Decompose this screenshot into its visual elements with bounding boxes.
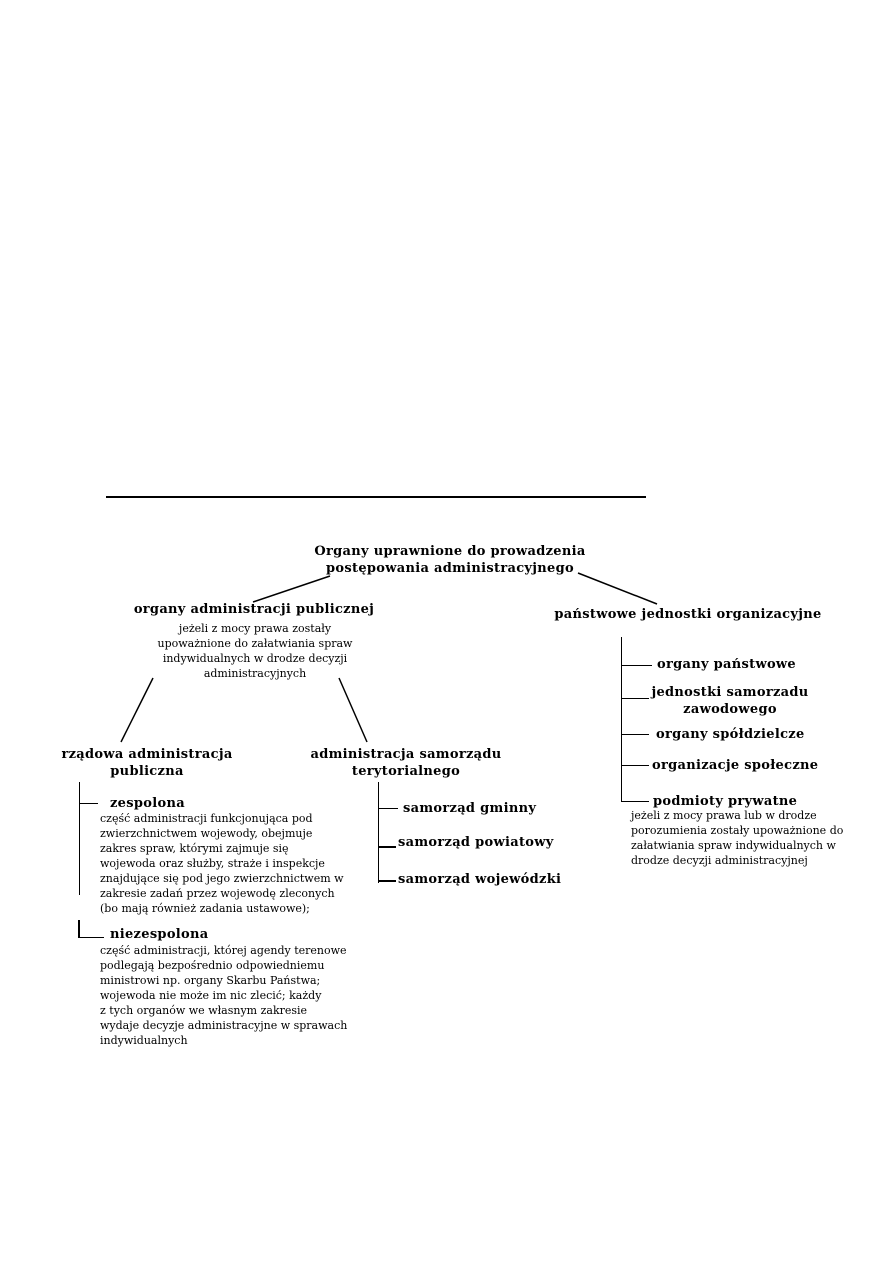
- note-line: podlegają bezpośrednio odpowiedniemu: [100, 959, 325, 972]
- connector-root-left: [252, 575, 331, 603]
- zespolona-note: część administracji funkcjonująca pod zw…: [100, 811, 344, 916]
- gov-admin-title: rządowa administracja publiczna: [52, 746, 242, 780]
- connector-left-local: [338, 677, 368, 743]
- note-line: jeżeli z mocy prawa lub w drodze: [631, 809, 817, 822]
- right-item-organy-spoldzielcze: organy spółdzielcze: [656, 727, 805, 742]
- root-title-line2: postępowania administracyjnego: [326, 561, 574, 576]
- niezespolona-label: niezespolona: [110, 927, 209, 942]
- gov-tree-bracket: [78, 920, 80, 938]
- local-tree-branch: [378, 846, 396, 848]
- note-line: zakresie zadań przez wojewodę zleconych: [100, 887, 335, 900]
- note-line: z tych organów we własnym zakresie: [100, 1004, 308, 1017]
- zespolona-label: zespolona: [110, 796, 185, 811]
- local-tree-branch: [378, 808, 398, 809]
- note-line: część administracji funkcjonująca pod: [100, 812, 313, 825]
- right-branch-title: państwowe jednostki organizacyjne: [554, 607, 822, 622]
- root-title-line1: Organy uprawnione do prowadzenia: [314, 544, 586, 559]
- right-tree-branch: [621, 665, 652, 666]
- right-item-organy-panstwowe: organy państwowe: [657, 657, 796, 672]
- local-item-gminny: samorząd gminny: [403, 801, 537, 816]
- note-line: znajdujące się pod jego zwierzchnictwem …: [100, 872, 344, 885]
- right-item-line1: jednostki samorzadu: [651, 685, 809, 700]
- right-tree-branch: [621, 698, 649, 699]
- note-line: administracyjnych: [203, 667, 307, 680]
- note-line: wojewoda nie może im nic zlecić; każdy: [100, 989, 322, 1002]
- right-tree-trunk: [621, 637, 622, 802]
- top-divider: [106, 496, 646, 498]
- right-tree-branch: [621, 734, 649, 735]
- note-line: indywidualnych w drodze decyzji: [162, 652, 348, 665]
- gov-admin-line2: publiczna: [110, 764, 184, 779]
- note-line: jeżeli z mocy prawa zostały: [178, 622, 332, 635]
- left-branch-title: organy administracji publicznej: [133, 602, 375, 617]
- local-item-wojewodzki: samorząd wojewódzki: [398, 872, 562, 887]
- note-line: (bo mają również zadania ustawowe);: [100, 902, 310, 915]
- local-admin-line1: administracja samorządu: [310, 747, 502, 762]
- note-line: drodze decyzji administracyjnej: [631, 854, 808, 867]
- local-tree-trunk: [378, 782, 379, 883]
- left-branch-note: jeżeli z mocy prawa zostały upoważnione …: [130, 621, 380, 681]
- note-line: załatwiania spraw indywidualnych w: [631, 839, 836, 852]
- local-item-powiatowy: samorząd powiatowy: [398, 835, 554, 850]
- right-tree-branch: [621, 801, 649, 802]
- note-line: wojewoda oraz służby, straże i inspekcje: [100, 857, 325, 870]
- note-line: zakres spraw, którymi zajmuje się: [100, 842, 289, 855]
- local-admin-title: administracja samorządu terytorialnego: [306, 746, 506, 780]
- root-title: Organy uprawnione do prowadzenia postępo…: [300, 543, 600, 577]
- note-line: część administracji, której agendy teren…: [100, 944, 347, 957]
- note-line: upoważnione do załatwiania spraw: [157, 637, 353, 650]
- gov-tree-branch: [79, 803, 98, 804]
- right-item-line2: zawodowego: [683, 702, 777, 717]
- gov-tree-branch: [79, 937, 104, 938]
- note-line: wydaje decyzje administracyjne w sprawac…: [100, 1019, 348, 1032]
- right-item-podmioty-note: jeżeli z mocy prawa lub w drodze porozum…: [631, 808, 843, 868]
- niezespolona-note: część administracji, której agendy teren…: [100, 943, 347, 1048]
- gov-tree-trunk: [79, 782, 80, 895]
- connector-left-gov: [120, 677, 154, 743]
- right-item-samorzad-zawodowy: jednostki samorzadu zawodowego: [650, 684, 810, 718]
- connector-root-right: [577, 572, 658, 605]
- gov-admin-line1: rządowa administracja: [61, 747, 233, 762]
- right-item-podmioty-prywatne: podmioty prywatne: [653, 794, 798, 809]
- note-line: indywidualnych: [100, 1034, 188, 1047]
- note-line: zwierzchnictwem wojewody, obejmuje: [100, 827, 313, 840]
- right-item-organizacje-spoleczne: organizacje społeczne: [652, 758, 819, 773]
- local-tree-branch: [378, 880, 396, 882]
- local-admin-line2: terytorialnego: [351, 764, 461, 779]
- note-line: porozumienia zostały upoważnione do: [631, 824, 844, 837]
- right-tree-branch: [621, 765, 649, 766]
- note-line: ministrowi np. organy Skarbu Państwa;: [100, 974, 321, 987]
